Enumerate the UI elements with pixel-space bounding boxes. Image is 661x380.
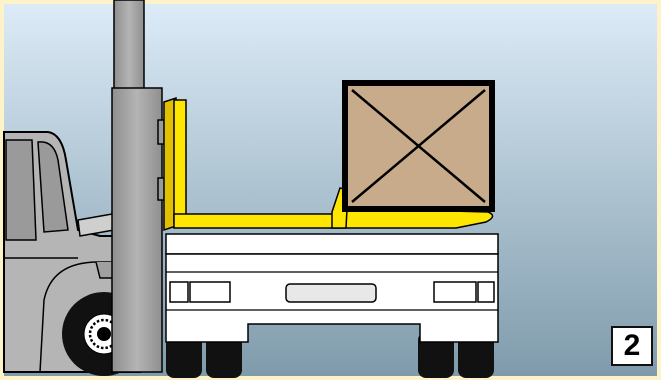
- tail-light-right-outer: [478, 282, 494, 302]
- crate-icon: [342, 80, 495, 212]
- tail-light-left: [190, 282, 230, 302]
- step-number-badge: 2: [611, 326, 653, 366]
- tail-light-left-outer: [170, 282, 188, 302]
- mast-lower: [112, 88, 162, 372]
- license-plate: [286, 284, 376, 302]
- fork-shank: [174, 100, 186, 222]
- fork-blade-near: [174, 214, 342, 228]
- tail-light-right: [434, 282, 476, 302]
- cab-window-rear: [6, 140, 36, 240]
- truck-deck: [166, 234, 498, 254]
- mast-upper: [114, 0, 144, 90]
